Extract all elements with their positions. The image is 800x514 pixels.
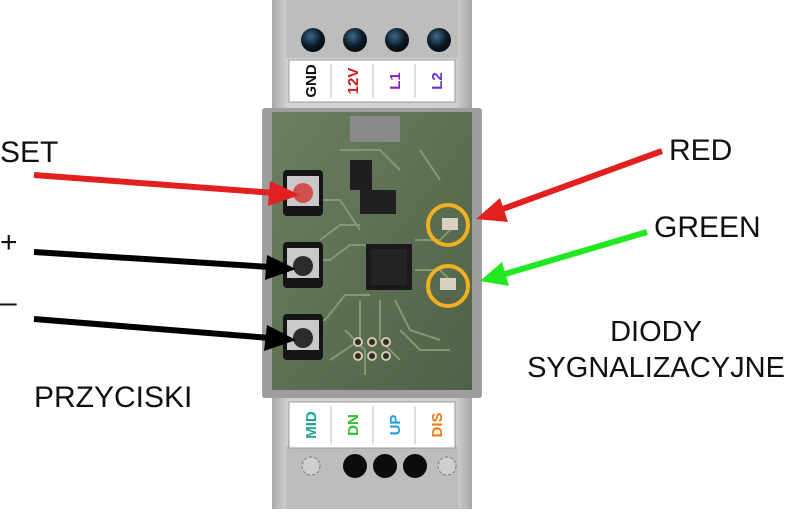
screw-terminal bbox=[343, 28, 367, 52]
minus-arrowhead bbox=[264, 325, 296, 351]
green-led-highlight-ring bbox=[426, 264, 470, 308]
terminal-label-dn: DN bbox=[345, 414, 362, 436]
bottom-label-strip bbox=[288, 401, 456, 449]
minus-label: – bbox=[0, 286, 17, 319]
terminal-label-l1: L1 bbox=[387, 72, 404, 90]
terminal-label-l2: L2 bbox=[429, 72, 446, 90]
diody-line2: SYGNALIZACYJNE bbox=[527, 352, 785, 385]
green-label: GREEN bbox=[654, 211, 761, 244]
screw-terminal bbox=[373, 454, 397, 478]
terminal-label-mid: MID bbox=[303, 411, 320, 439]
set-label: SET bbox=[0, 136, 59, 169]
green-arrow bbox=[504, 229, 648, 277]
red-led-highlight-ring bbox=[426, 203, 470, 247]
bottom-terminal-labels: MID DN UP DIS bbox=[303, 411, 446, 439]
top-label-strip bbox=[288, 59, 456, 103]
screw-terminal bbox=[301, 28, 325, 52]
set-arrowhead bbox=[268, 181, 300, 206]
screw-terminal bbox=[403, 454, 427, 478]
terminal-label-gnd: GND bbox=[303, 64, 320, 98]
diody-line1: DIODY bbox=[610, 316, 702, 348]
minus-arrow bbox=[33, 316, 271, 341]
red-label: RED bbox=[669, 134, 733, 167]
red-led bbox=[442, 218, 458, 230]
top-screw-terminals bbox=[301, 28, 451, 52]
plus-label: + bbox=[0, 226, 18, 259]
plus-arrow bbox=[33, 249, 271, 270]
red-arrow bbox=[498, 148, 664, 213]
screw-terminal bbox=[385, 28, 409, 52]
pcb-buttons bbox=[283, 170, 323, 360]
bottom-screw-terminals bbox=[301, 454, 457, 478]
diody-caption: DIODY SYGNALIZACYJNE bbox=[512, 314, 800, 387]
green-arrowhead bbox=[480, 262, 509, 286]
green-led bbox=[440, 278, 456, 290]
top-terminal-labels: GND 12V L1 L2 bbox=[303, 64, 446, 98]
plus-arrowhead bbox=[265, 255, 296, 280]
terminal-label-12v: 12V bbox=[345, 68, 362, 95]
red-arrowhead bbox=[476, 198, 508, 222]
screw-terminal bbox=[343, 454, 367, 478]
przyciski-label: PRZYCISKI bbox=[34, 381, 193, 414]
terminal-label-dis: DIS bbox=[429, 412, 446, 437]
callout-arrows bbox=[33, 148, 664, 351]
screw-terminal bbox=[427, 28, 451, 52]
set-arrow bbox=[33, 172, 276, 196]
terminal-label-up: UP bbox=[387, 415, 404, 436]
